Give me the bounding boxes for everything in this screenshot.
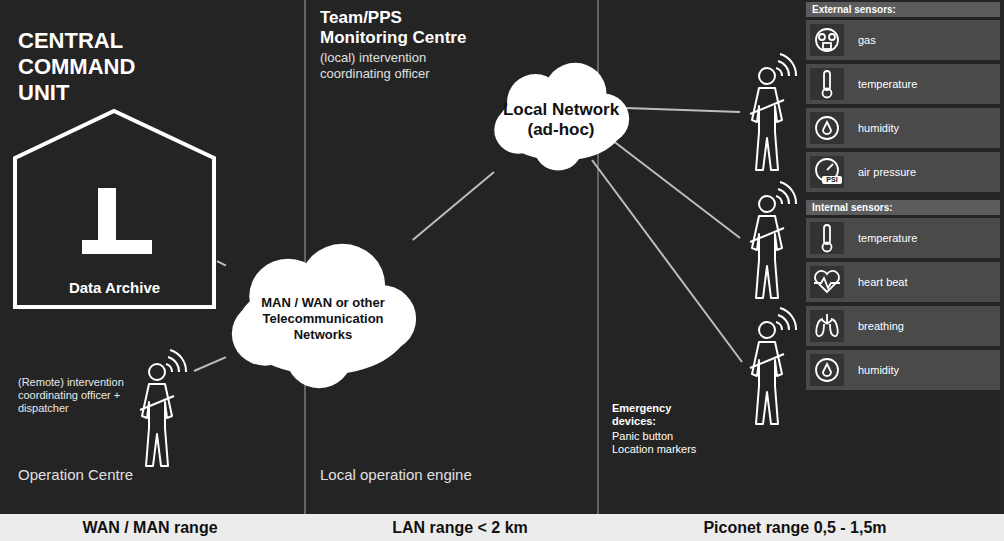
sensor-row: breathing (806, 306, 1000, 346)
sensor-name: heart beat (858, 274, 908, 290)
sensor-row: humidity (806, 350, 1000, 390)
network-link (217, 261, 226, 266)
area-note: (local) intervention coordinating office… (320, 50, 490, 82)
area-heading: Team/PPS Monitoring Centre (320, 8, 485, 48)
sensor-row (806, 108, 1000, 148)
range-label: WAN / MAN range (40, 518, 260, 538)
network-cloud: Local Network (ad-hoc) (490, 60, 632, 172)
sensor-panel: Internal sensors: temperature heart beat br… (806, 200, 1000, 392)
sensor-name: air pressure (858, 164, 916, 180)
sensor-row (806, 20, 1000, 60)
range-label: LAN range < 2 km (350, 518, 570, 538)
range-label: Piconet range 0,5 - 1,5m (665, 518, 925, 538)
note-text: Panic button Location markers (612, 430, 704, 456)
sensor-row: gas (806, 20, 1000, 60)
unit-heading: CENTRAL COMMAND UNIT (18, 28, 173, 106)
gauge-unit: PSI (822, 176, 842, 184)
sensor-name: humidity (858, 120, 899, 136)
node-title: Data Archive (12, 279, 217, 296)
cloud-label: Local Network (ad-hoc) (501, 100, 621, 140)
sensor-row: humidity (806, 108, 1000, 148)
network-cloud: MAN / WAN or other Telecommunication Net… (226, 240, 420, 390)
sensor-name: temperature (858, 76, 917, 92)
officer-text: (Remote) intervention coordinating offic… (18, 376, 128, 415)
sensor-row: temperature (806, 64, 1000, 104)
cloud-label: MAN / WAN or other Telecommunication Net… (255, 295, 391, 343)
data-archive-house: Data Archive (12, 108, 217, 310)
sensor-name: humidity (858, 362, 899, 378)
area-name: Operation Centre (18, 466, 198, 484)
sensor-row: heart beat (806, 262, 1000, 302)
range-strip (0, 514, 1004, 541)
sensor-row: air pressure (806, 152, 1000, 192)
soldier-figures (750, 54, 796, 424)
panel-header: Internal sensors: (806, 200, 1000, 215)
sensor-name: breathing (858, 318, 904, 334)
area-name: Local operation engine (320, 466, 520, 484)
sensor-panel: External sensors: gas temperature humidity a… (806, 2, 1000, 194)
sensor-row (806, 350, 1000, 390)
network-link (194, 357, 226, 371)
divider (304, 0, 306, 514)
network-link (413, 172, 494, 240)
panel-header: External sensors: (806, 2, 1000, 17)
sensor-name: gas (858, 32, 876, 48)
sensor-row: temperature (806, 218, 1000, 258)
remote-officer: (Remote) intervention coordinating offic… (14, 340, 194, 480)
note-heading: Emergency devices: (612, 402, 704, 428)
leader-lines (592, 108, 742, 362)
sensor-name: temperature (858, 230, 917, 246)
